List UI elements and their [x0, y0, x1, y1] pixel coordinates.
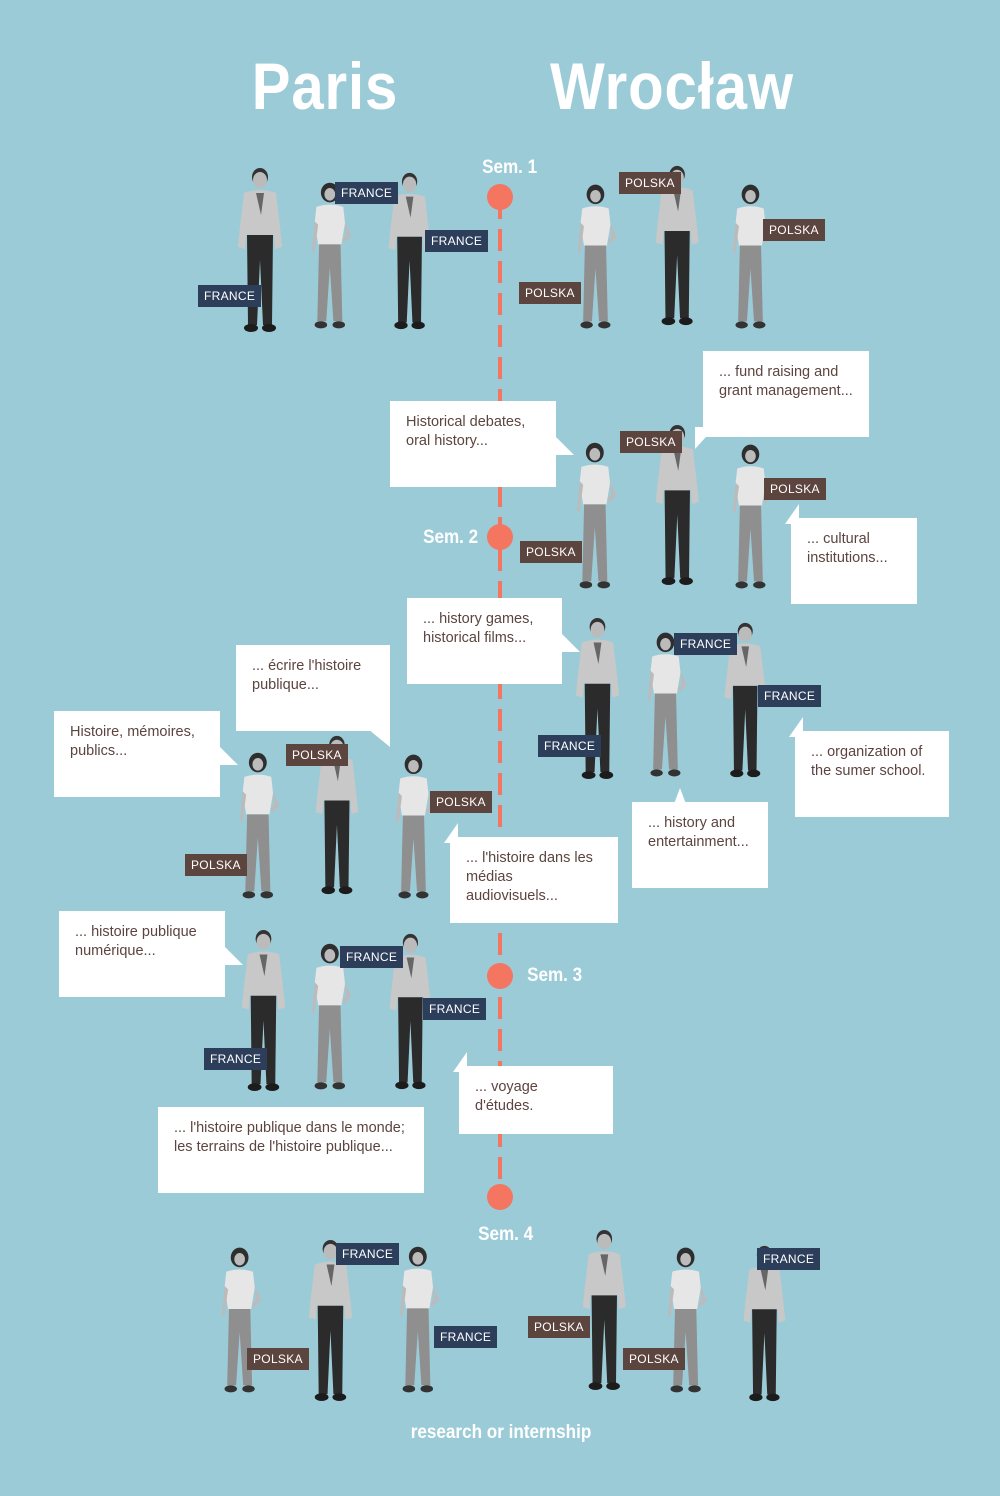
speech-bubble-tail: [444, 823, 458, 843]
country-tag-france: FRANCE: [538, 735, 602, 757]
country-tag-france: FRANCE: [340, 946, 404, 968]
country-tag-polska: POLSKA: [520, 541, 582, 563]
country-tag-polska: POLSKA: [619, 172, 681, 194]
timeline-line: [498, 197, 502, 1197]
speech-bubble: ... organization of the sumer school.: [789, 717, 949, 817]
speech-bubble: Histoire, mémoires, publics...: [54, 711, 238, 797]
timeline-dot-sem1: [487, 184, 513, 210]
speech-bubble-tail: [368, 729, 390, 747]
country-tag-polska: POLSKA: [286, 744, 348, 766]
speech-bubble: Historical debates, oral history...: [390, 401, 574, 487]
speech-bubble: ... l'histoire dans les médias audiovisu…: [444, 823, 618, 923]
country-tag-polska: POLSKA: [763, 219, 825, 241]
speech-bubble-tail: [785, 504, 799, 524]
speech-bubble-tail: [695, 427, 715, 449]
person-photo-woman: [387, 752, 440, 902]
speech-bubble-text: Histoire, mémoires, publics...: [70, 724, 195, 759]
person-photo-woman: [568, 440, 622, 592]
speech-bubble-text: ... history games, historical films...: [423, 611, 534, 646]
country-tag-france: FRANCE: [204, 1048, 268, 1070]
country-tag-polska: POLSKA: [528, 1316, 590, 1338]
speech-bubble: ... histoire publique numérique...: [59, 911, 243, 997]
title-paris: Paris: [251, 49, 399, 123]
speech-bubble-text: ... history and entertainment...: [648, 815, 749, 850]
country-tag-polska: POLSKA: [623, 1348, 685, 1370]
speech-bubble-tail: [218, 745, 238, 765]
person-photo-woman: [569, 182, 622, 332]
speech-bubble: ... fund raising and grant management...: [695, 351, 869, 449]
semester-label-4: Sem. 4: [478, 1224, 534, 1245]
semester-label-1: Sem. 1: [482, 157, 538, 178]
country-tag-polska: POLSKA: [430, 791, 492, 813]
speech-bubble-text: Historical debates, oral history...: [406, 414, 526, 449]
speech-bubble-text: ... fund raising and grant management...: [719, 364, 853, 399]
speech-bubble-text: ... cultural institutions...: [807, 531, 888, 566]
country-tag-polska: POLSKA: [247, 1348, 309, 1370]
timeline-dot-sem2: [487, 524, 513, 550]
speech-bubble-text: ... voyage d'études.: [475, 1079, 538, 1114]
speech-bubble-text: ... écrire l'histoire publique...: [252, 658, 362, 693]
speech-bubble: ... écrire l'histoire publique...: [236, 645, 390, 747]
speech-bubble: ... history games, historical films...: [407, 598, 580, 684]
speech-bubble-tail: [453, 1052, 467, 1072]
speech-bubble: ... cultural institutions...: [785, 504, 917, 604]
person-photo-woman: [724, 182, 777, 332]
person-photo-woman: [213, 1245, 266, 1396]
country-tag-france: FRANCE: [425, 230, 489, 252]
country-tag-france: FRANCE: [674, 633, 738, 655]
speech-bubble: ... history and entertainment...: [632, 788, 768, 888]
semester-label-2: Sem. 2: [423, 527, 479, 548]
country-tag-france: FRANCE: [434, 1326, 498, 1348]
country-tag-france: FRANCE: [423, 998, 487, 1020]
person-photo-woman: [724, 442, 777, 592]
country-tag-france: FRANCE: [198, 285, 262, 307]
timeline-dot-sem3: [487, 963, 513, 989]
speech-bubble: ... l'histoire publique dans le monde; l…: [158, 1107, 424, 1193]
person-photo-woman: [231, 750, 285, 902]
country-tag-polska: POLSKA: [764, 478, 826, 500]
footer-label: research or internship: [410, 1422, 592, 1443]
person-photo-man: [230, 165, 290, 335]
country-tag-polska: POLSKA: [185, 854, 247, 876]
speech-bubble-text: ... l'histoire publique dans le monde; l…: [174, 1120, 405, 1155]
person-photo-woman: [391, 1244, 445, 1396]
speech-bubble-tail: [560, 632, 580, 652]
speech-bubble-tail: [674, 788, 686, 804]
country-tag-polska: POLSKA: [620, 431, 682, 453]
country-tag-polska: POLSKA: [519, 282, 581, 304]
title-wroclaw: Wrocław: [550, 49, 794, 123]
speech-bubble-text: ... organization of the sumer school.: [811, 744, 926, 779]
speech-bubble-tail: [223, 945, 243, 965]
timeline-dot-sem4: [487, 1184, 513, 1210]
speech-bubble: ... voyage d'études.: [453, 1052, 613, 1134]
country-tag-france: FRANCE: [336, 1243, 400, 1265]
speech-bubble-tail: [789, 717, 803, 737]
country-tag-france: FRANCE: [335, 182, 399, 204]
speech-bubble-tail: [554, 435, 574, 455]
semester-label-3: Sem. 3: [527, 965, 583, 986]
speech-bubble-text: ... l'histoire dans les médias audiovisu…: [466, 850, 593, 904]
person-photo-woman: [659, 1245, 712, 1396]
country-tag-france: FRANCE: [758, 685, 822, 707]
country-tag-france: FRANCE: [757, 1248, 821, 1270]
speech-bubble-text: ... histoire publique numérique...: [75, 924, 197, 959]
